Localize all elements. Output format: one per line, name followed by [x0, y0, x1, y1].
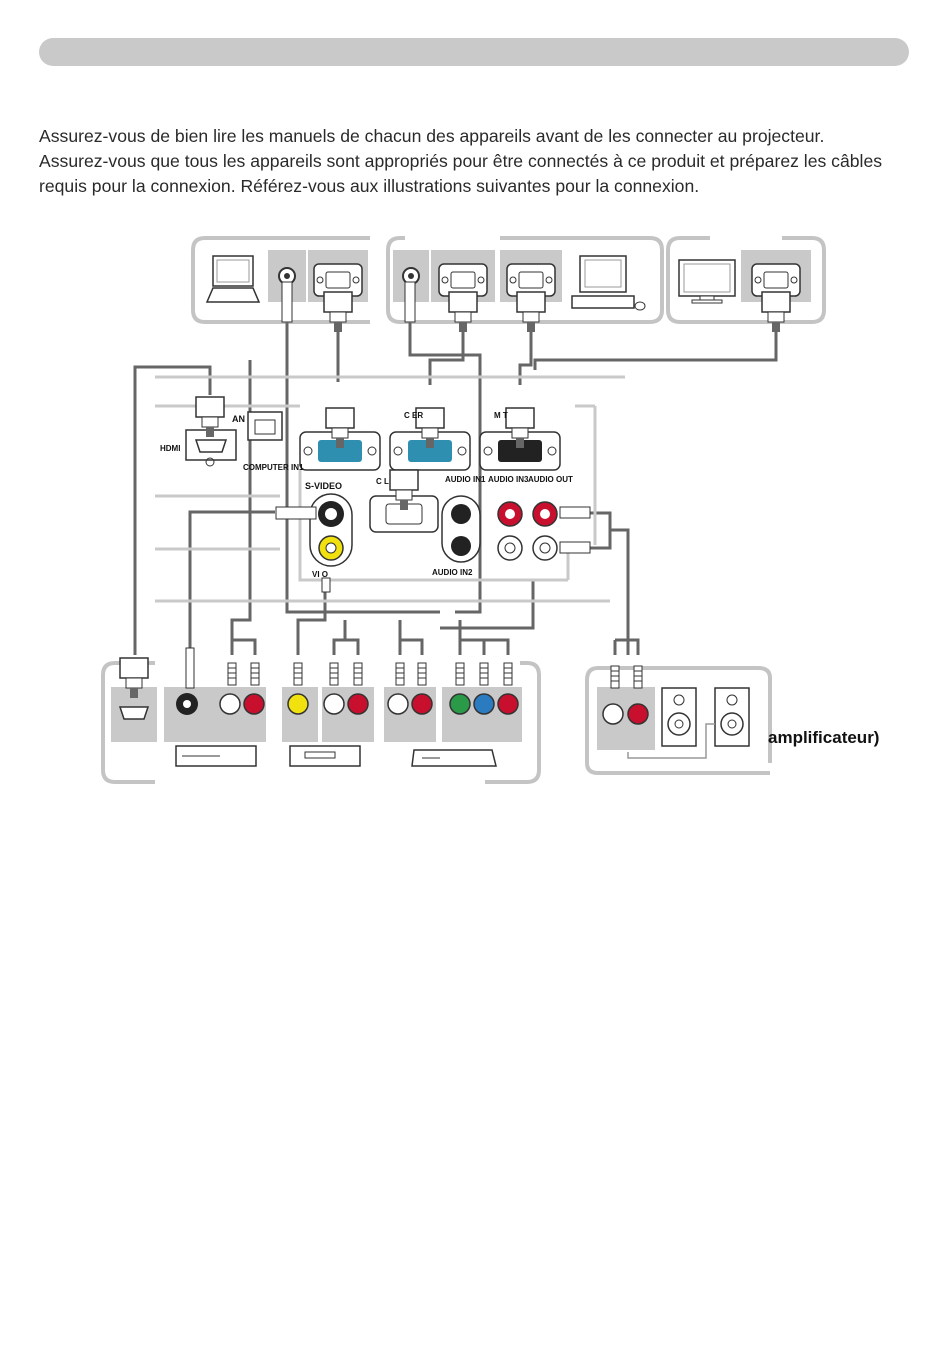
- audio-in3-port: [497, 501, 523, 561]
- monitor-icon: [678, 259, 736, 304]
- intro-line-2: Assurez-vous que tous les appareils sont…: [39, 151, 883, 196]
- intro-line-1: Assurez-vous de bien lire les manuels de…: [39, 126, 825, 146]
- audio-in3-label: AUDIO IN3: [488, 475, 529, 484]
- audio-out-port: [532, 501, 591, 561]
- control-port: [369, 469, 439, 533]
- control-label: C L: [376, 477, 389, 486]
- lan-port: [247, 411, 283, 441]
- set-top-box-icon: [411, 749, 497, 767]
- amplifier-label: amplificateur): [768, 728, 880, 747]
- video-label: VI O: [312, 570, 328, 579]
- audio-out-label: AUDIO OUT: [528, 475, 573, 484]
- desktop-computer-icon: [571, 255, 646, 311]
- laptop-panel: [191, 236, 370, 324]
- amplifier-panel: [585, 665, 772, 775]
- projector-panel: HDMI AN COMPUTER IN1 C ER: [160, 396, 591, 593]
- computer-in2-label: C ER: [404, 411, 423, 420]
- section-header-bar: [39, 38, 909, 66]
- speaker-left-icon: [661, 687, 697, 747]
- computer-in2-port: [389, 407, 471, 471]
- vcr-icon: [289, 745, 361, 767]
- intro-text: Assurez-vous de bien lire les manuels de…: [39, 124, 919, 199]
- s-video-label: S-VIDEO: [305, 481, 342, 491]
- audio-in2-label: AUDIO IN2: [432, 568, 473, 577]
- dvd-player-icon: [175, 745, 257, 767]
- computer-in1-label: COMPUTER IN1: [243, 463, 304, 472]
- monitor-out-label: M T: [494, 411, 508, 420]
- lan-label: AN: [232, 414, 245, 424]
- monitor-panel: [666, 236, 826, 324]
- hdmi-label: HDMI: [160, 444, 180, 453]
- speaker-right-icon: [714, 687, 750, 747]
- computer-in1-port: [299, 407, 381, 471]
- audio-in1-port: [441, 495, 481, 563]
- audio-in1-label: AUDIO IN1: [445, 475, 486, 484]
- hdmi-port: [185, 396, 237, 467]
- cables: [133, 322, 778, 655]
- monitor-out-port: [479, 407, 561, 471]
- s-video-port: [275, 493, 353, 567]
- video-sources-panel: [101, 647, 541, 784]
